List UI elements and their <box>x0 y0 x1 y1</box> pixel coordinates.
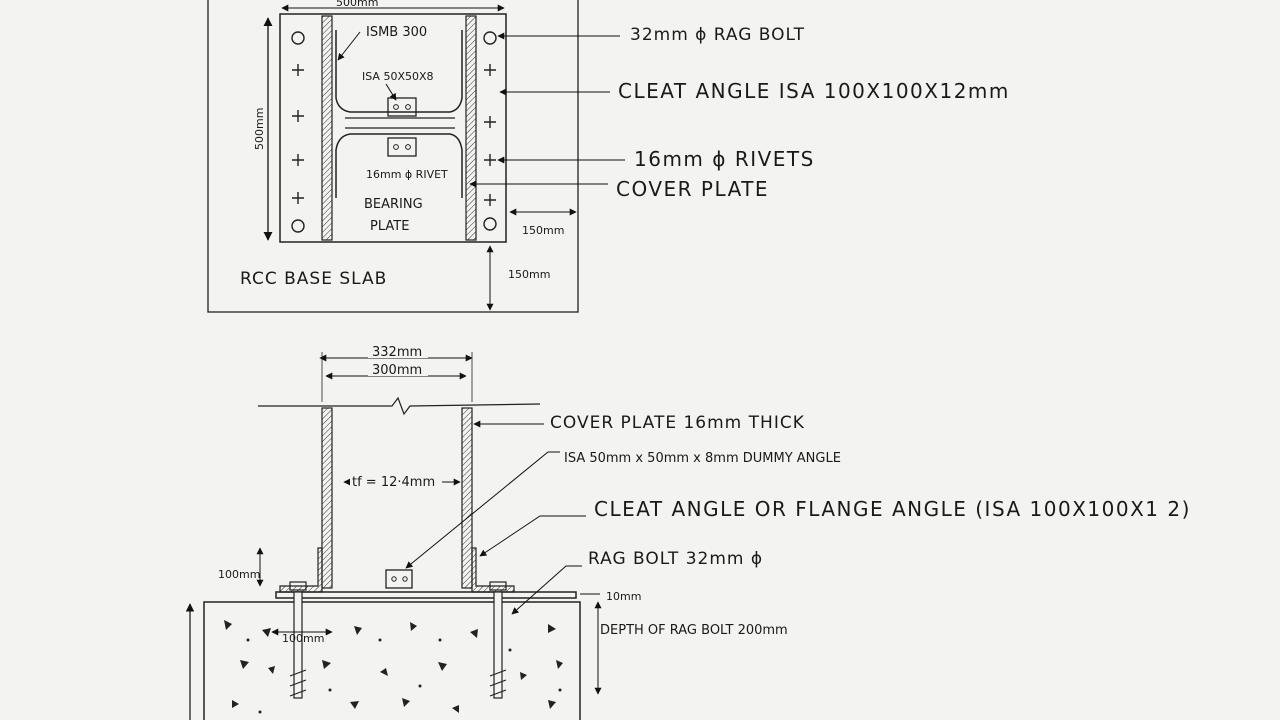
bearing-plate-label-1: BEARING <box>364 197 423 212</box>
left-fastener-column <box>291 31 305 233</box>
dim-side-label: 500mm <box>253 108 266 150</box>
rcc-base-slab-outline <box>207 0 579 313</box>
rag-bolt-right <box>489 591 507 699</box>
dim-angle-height-label: 100mm <box>218 568 260 581</box>
cover-plate-right <box>465 15 477 241</box>
dim-inner-width-bg <box>368 362 428 376</box>
dim-bolt-spacing-label: 100mm <box>282 632 324 645</box>
break-line <box>258 396 541 416</box>
rivet-cross <box>292 64 304 76</box>
slab-label: RCC BASE SLAB <box>240 269 387 289</box>
rivet-label: 16mm ϕ RIVET <box>366 168 448 181</box>
plan-view: 500mm 500mm 150mm 150mm ISMB 300 ISA 50X… <box>207 0 1010 313</box>
dummy-angle <box>385 569 413 589</box>
rivet-cross <box>484 194 496 206</box>
ismb-upper-flange <box>335 30 463 113</box>
concrete-slab <box>203 601 581 720</box>
callout-rag-bolt: 32mm ϕ RAG BOLT <box>630 25 805 45</box>
bearing-plate-outline <box>279 13 507 243</box>
flange-thickness-label: tf = 12·4mm <box>352 475 435 490</box>
dummy-angle-upper <box>387 97 417 117</box>
right-fastener-column <box>483 31 497 231</box>
rivet <box>391 576 397 582</box>
bearing-plate <box>275 591 577 599</box>
rivet-cross <box>292 110 304 122</box>
ismb-lower-flange <box>335 133 463 198</box>
dummy-angle-leader <box>385 83 397 101</box>
rag-bolt-hole <box>483 217 497 231</box>
rivet-cross <box>484 116 496 128</box>
cleat-angle-left <box>279 547 323 593</box>
callout-leader-dummy-angle <box>405 451 560 569</box>
rivet-cross <box>292 192 304 204</box>
dim-edge-right-label: 150mm <box>522 224 564 237</box>
rag-bolt-hole <box>291 219 305 233</box>
rag-bolt-hole <box>291 31 305 45</box>
flange-thickness-bg <box>350 472 442 488</box>
callout-dummy-angle: ISA 50mm x 50mm x 8mm DUMMY ANGLE <box>564 451 841 466</box>
bearing-plate-label-2: PLATE <box>370 219 409 234</box>
rivet <box>393 144 399 150</box>
dim-edge-bottom-label: 150mm <box>508 268 550 281</box>
dim-plate-thickness-label: 10mm <box>606 590 641 603</box>
callout-leader-cleat-angle <box>479 515 586 557</box>
dim-outer-width-label: 332mm <box>372 345 422 360</box>
callout-cleat-angle-flange: CLEAT ANGLE OR FLANGE ANGLE (ISA 100X100… <box>594 497 1191 521</box>
cleat-angle-right <box>471 547 515 593</box>
rivet <box>402 576 408 582</box>
dummy-angle-lower <box>387 137 417 157</box>
callout-cleat-angle: CLEAT ANGLE ISA 100X100X12mm <box>618 79 1010 103</box>
rivet-cross <box>484 154 496 166</box>
rivet-cross <box>484 64 496 76</box>
column-flange-right <box>461 407 473 589</box>
rag-bolt-nut-left <box>289 581 307 591</box>
dummy-angle-label: ISA 50X50X8 <box>362 70 434 83</box>
rag-bolt-left <box>289 591 307 699</box>
rag-bolt-hole <box>483 31 497 45</box>
rivet <box>393 104 399 110</box>
elevation-view: 332mm 300mm tf = 12·4mm <box>185 344 1191 720</box>
rivet <box>405 104 411 110</box>
rag-bolt-nut-right <box>489 581 507 591</box>
concrete-aggregate <box>224 620 563 714</box>
rivet-cross <box>292 154 304 166</box>
callout-bolt-depth: DEPTH OF RAG BOLT 200mm <box>600 623 788 638</box>
section-leader <box>337 31 361 61</box>
rivet <box>405 144 411 150</box>
dim-top-label: 500mm <box>336 0 378 9</box>
column-flange-left <box>321 407 333 589</box>
callout-cover-plate-thick: COVER PLATE 16mm THICK <box>550 413 805 433</box>
callout-leader-rag-bolt <box>511 565 582 615</box>
callout-cover-plate: COVER PLATE <box>616 177 769 201</box>
cover-plate-left <box>321 15 333 241</box>
section-label: ISMB 300 <box>366 25 427 40</box>
dim-inner-width-label: 300mm <box>372 363 422 378</box>
callout-rivets: 16mm ϕ RIVETS <box>634 147 815 171</box>
callout-rag-bolt-elev: RAG BOLT 32mm ϕ <box>588 549 763 569</box>
dim-outer-width-bg <box>368 344 428 358</box>
